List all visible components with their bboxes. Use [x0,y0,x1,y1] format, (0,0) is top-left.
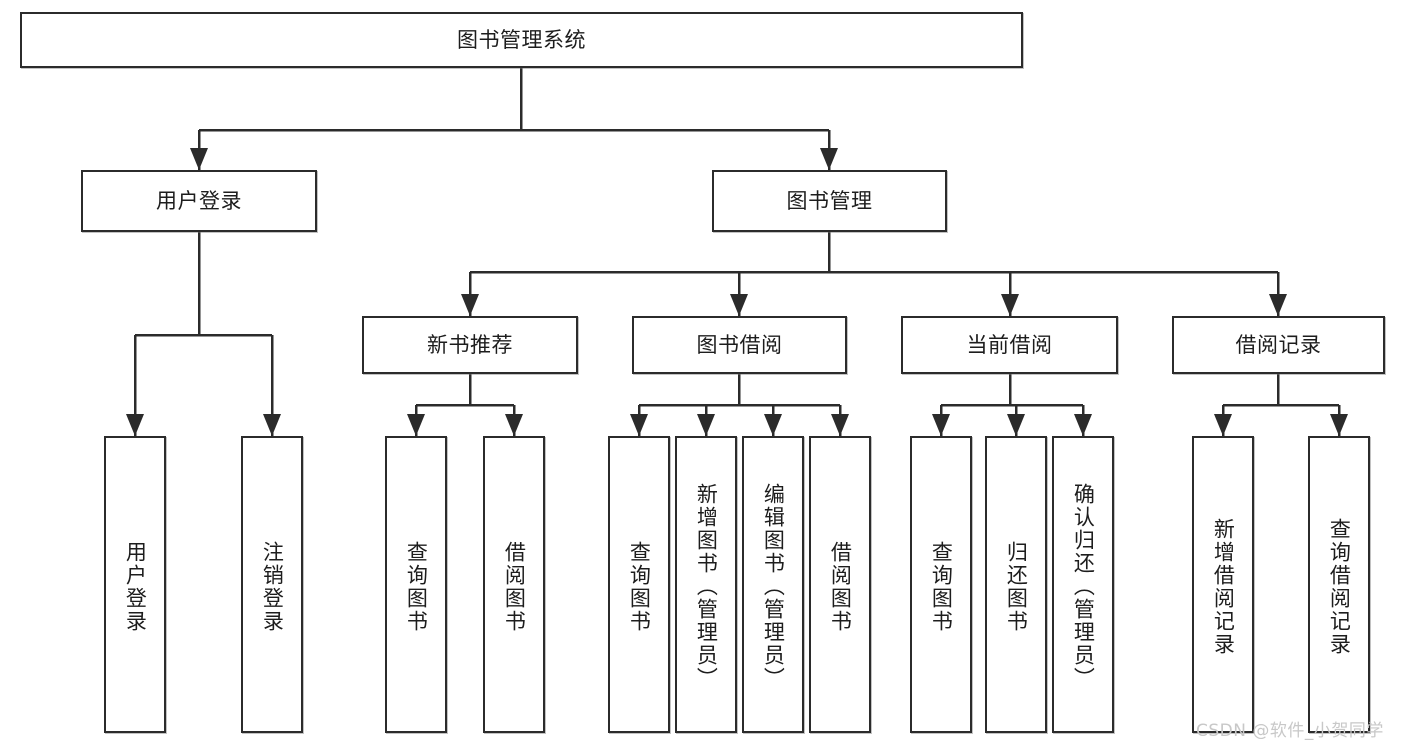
node-label-leaf-rec-query2: 查询借阅记录 [1327,517,1352,656]
node-leaf-rec-add: 新增借阅记录 [1192,436,1254,733]
node-current-borrow: 当前借阅 [901,316,1118,374]
arrowhead-root-to-level1-1 [820,148,838,170]
node-leaf-rec-query: 查询图书 [385,436,447,733]
node-label-leaf-rec-borrow: 借阅图书 [502,540,527,633]
node-leaf-cur-confirm: 确认归还（管理员） [1052,436,1114,733]
arrowhead-borrowrecord-to-leaves-1 [1330,414,1348,436]
node-label-leaf-rec-query: 查询图书 [404,540,429,633]
arrowhead-bookmanage-to-level2-2 [1001,294,1019,316]
arrowhead-userlogin-to-leaves-1 [263,414,281,436]
arrowhead-currentborrow-to-leaves-1 [1007,414,1025,436]
arrowhead-newbookrec-to-leaves-1 [505,414,523,436]
node-leaf-borrow-query: 查询图书 [608,436,670,733]
node-leaf-user-logout: 注销登录 [241,436,303,733]
arrowhead-currentborrow-to-leaves-0 [932,414,950,436]
node-root: 图书管理系统 [20,12,1023,68]
arrowhead-bookmanage-to-level2-3 [1269,294,1287,316]
node-leaf-borrow-do: 借阅图书 [809,436,871,733]
node-book-borrow: 图书借阅 [632,316,847,374]
node-leaf-rec-borrow: 借阅图书 [483,436,545,733]
arrowhead-bookborrow-to-leaves-3 [831,414,849,436]
node-label-leaf-borrow-query: 查询图书 [627,540,652,633]
node-label-leaf-borrow-edit: 编辑图书（管理员） [761,483,786,690]
node-label-user-login: 用户登录 [156,188,242,213]
node-label-leaf-cur-query: 查询图书 [929,540,954,633]
node-leaf-rec-query2: 查询借阅记录 [1308,436,1370,733]
node-user-login: 用户登录 [81,170,317,232]
arrowhead-bookmanage-to-level2-1 [730,294,748,316]
node-label-leaf-cur-confirm: 确认归还（管理员） [1071,483,1096,690]
node-label-leaf-user-login: 用户登录 [123,540,148,633]
node-label-root: 图书管理系统 [457,27,586,52]
arrowhead-bookmanage-to-level2-0 [461,294,479,316]
node-leaf-user-login: 用户登录 [104,436,166,733]
node-label-borrow-record: 借阅记录 [1235,332,1322,357]
node-label-book-manage: 图书管理 [786,188,873,213]
node-label-leaf-borrow-do: 借阅图书 [828,540,853,633]
arrowhead-borrowrecord-to-leaves-0 [1214,414,1232,436]
node-label-leaf-rec-add: 新增借阅记录 [1211,517,1236,656]
node-label-leaf-user-logout: 注销登录 [260,540,285,633]
node-borrow-record: 借阅记录 [1172,316,1385,374]
node-label-leaf-cur-return: 归还图书 [1004,540,1029,633]
node-label-new-book-rec: 新书推荐 [427,332,513,357]
arrowhead-bookborrow-to-leaves-2 [764,414,782,436]
connector-group [126,68,1348,436]
arrowhead-bookborrow-to-leaves-0 [630,414,648,436]
node-leaf-borrow-edit: 编辑图书（管理员） [742,436,804,733]
node-leaf-cur-query: 查询图书 [910,436,972,733]
arrowhead-root-to-level1-0 [190,148,208,170]
node-label-book-borrow: 图书借阅 [696,332,783,357]
node-new-book-rec: 新书推荐 [362,316,578,374]
arrowhead-userlogin-to-leaves-0 [126,414,144,436]
node-label-current-borrow: 当前借阅 [966,332,1053,357]
arrowhead-currentborrow-to-leaves-2 [1074,414,1092,436]
arrowhead-newbookrec-to-leaves-0 [407,414,425,436]
node-book-manage: 图书管理 [712,170,947,232]
arrowhead-bookborrow-to-leaves-1 [697,414,715,436]
node-leaf-cur-return: 归还图书 [985,436,1047,733]
node-label-leaf-borrow-add: 新增图书（管理员） [694,483,719,690]
node-leaf-borrow-add: 新增图书（管理员） [675,436,737,733]
